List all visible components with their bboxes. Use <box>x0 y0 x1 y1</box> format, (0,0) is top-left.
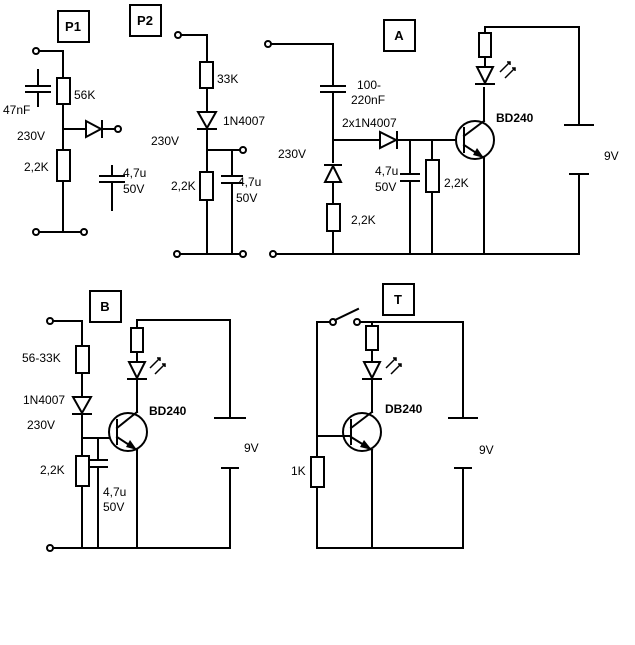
circuit-a: A 100- 220nF <box>264 19 619 258</box>
a-battery-9v <box>564 124 594 175</box>
p1-resistor-2k2 <box>56 149 71 182</box>
p1-resistor-bottom-label: 2,2K <box>24 160 49 174</box>
t-transistor-label: DB240 <box>385 402 423 416</box>
p1-capacitor-4u7 <box>99 165 125 211</box>
a-capacitor-4u7 <box>400 173 420 255</box>
p2-terminal-bottom <box>173 250 181 258</box>
a-battery-label: 9V <box>604 149 619 163</box>
p2-diode-label: 1N4007 <box>223 114 265 128</box>
a-resistor-right-label: 2,2K <box>444 176 469 190</box>
b-title-box <box>89 290 122 323</box>
t-switch <box>333 307 360 322</box>
b-resistor-56-33k <box>75 345 90 374</box>
p2-resistor-bottom-label: 2,2K <box>171 179 196 193</box>
p1-cap-value-label: 4,7u <box>123 166 146 180</box>
b-transistor-label: BD240 <box>149 404 187 418</box>
a-cap-value-label: 4,7u <box>375 164 398 178</box>
p2-resistor-label: 33K <box>217 72 238 86</box>
p2-capacitor-4u7 <box>221 175 243 255</box>
p2-diode-1n4007 <box>196 111 218 131</box>
p2-cap-value-label: 4,7u <box>238 175 261 189</box>
a-diode-series <box>379 130 399 150</box>
a-led <box>475 66 495 86</box>
p1-capacitor-label: 47nF <box>3 103 30 117</box>
t-title-box <box>382 283 415 316</box>
circuit-p2: P2 33K 1N4007 230V 2,2K 4,7u 50V <box>129 4 265 258</box>
t-transistor-db240 <box>342 412 382 452</box>
p1-voltage-label: 230V <box>17 129 45 143</box>
a-capacitor-100-220nf <box>320 85 346 163</box>
p2-terminal-mid <box>239 146 247 154</box>
b-cap-voltage-label: 50V <box>103 500 124 514</box>
p1-title: P1 <box>65 19 81 34</box>
b-terminal-bottom <box>46 544 54 552</box>
p1-cap-voltage-label: 50V <box>123 182 144 196</box>
p1-resistor-56k <box>56 77 71 105</box>
a-cap-label-1: 100- <box>357 78 381 92</box>
b-cap-value-label: 4,7u <box>103 485 126 499</box>
b-battery-9v <box>214 417 246 469</box>
t-resistor-led <box>365 325 379 351</box>
a-resistor-2k2-left <box>326 203 341 232</box>
p2-title: P2 <box>137 13 153 28</box>
p2-voltage-label: 230V <box>151 134 179 148</box>
a-diodes-label: 2x1N4007 <box>342 116 397 130</box>
b-diode-label: 1N4007 <box>23 393 65 407</box>
a-resistor-2k2-right <box>425 159 440 193</box>
p2-title-box <box>129 4 162 37</box>
p2-resistor-33k <box>199 61 214 89</box>
b-resistor-bottom-label: 2,2K <box>40 463 65 477</box>
a-title: A <box>394 28 404 43</box>
b-battery-label: 9V <box>244 441 259 455</box>
b-title: B <box>100 299 109 314</box>
a-cap-label-2: 220nF <box>351 93 385 107</box>
a-transistor-bd240 <box>455 120 495 160</box>
a-resistor-left-label: 2,2K <box>351 213 376 227</box>
p2-cap-voltage-label: 50V <box>236 191 257 205</box>
b-resistor-2k2 <box>75 455 90 487</box>
circuit-b: B 56-33K 1N4007 230V BD240 2,2K 4,7u <box>22 290 259 552</box>
p1-diode <box>85 119 104 139</box>
a-title-box <box>383 19 416 52</box>
t-led <box>362 361 382 381</box>
t-title: T <box>394 292 402 307</box>
p1-terminal-diode <box>114 125 122 133</box>
circuit-t: T DB240 1K 9V <box>291 283 494 549</box>
b-resistor-led <box>130 327 144 353</box>
b-led <box>127 361 147 381</box>
t-battery-label: 9V <box>479 443 494 457</box>
a-transistor-label: BD240 <box>496 111 534 125</box>
p2-terminal-bottom-right <box>239 250 247 258</box>
a-cap-voltage-label: 50V <box>375 180 396 194</box>
a-terminal-bottom <box>269 250 277 258</box>
circuit-p1: P1 47nF 56K 230V 2,2K 4,7u 50V <box>3 10 146 236</box>
p2-resistor-2k2 <box>199 171 214 201</box>
a-resistor-led <box>478 32 492 58</box>
p1-terminal-bottom <box>32 228 40 236</box>
t-resistor-label: 1K <box>291 464 306 478</box>
b-resistor-label: 56-33K <box>22 351 61 365</box>
p1-terminal-bottom-right <box>80 228 88 236</box>
b-transistor-bd240 <box>108 412 148 452</box>
p1-resistor-top-label: 56K <box>74 88 95 102</box>
b-voltage-label: 230V <box>27 418 55 432</box>
a-diode-lower <box>323 163 343 183</box>
b-diode-1n4007 <box>71 396 93 416</box>
p1-title-box <box>57 10 90 43</box>
p1-capacitor-47nf <box>25 69 51 107</box>
t-resistor-1k <box>310 456 325 488</box>
a-voltage-label: 230V <box>278 147 306 161</box>
b-capacitor-4u7 <box>88 459 108 549</box>
t-battery-9v <box>448 417 478 469</box>
